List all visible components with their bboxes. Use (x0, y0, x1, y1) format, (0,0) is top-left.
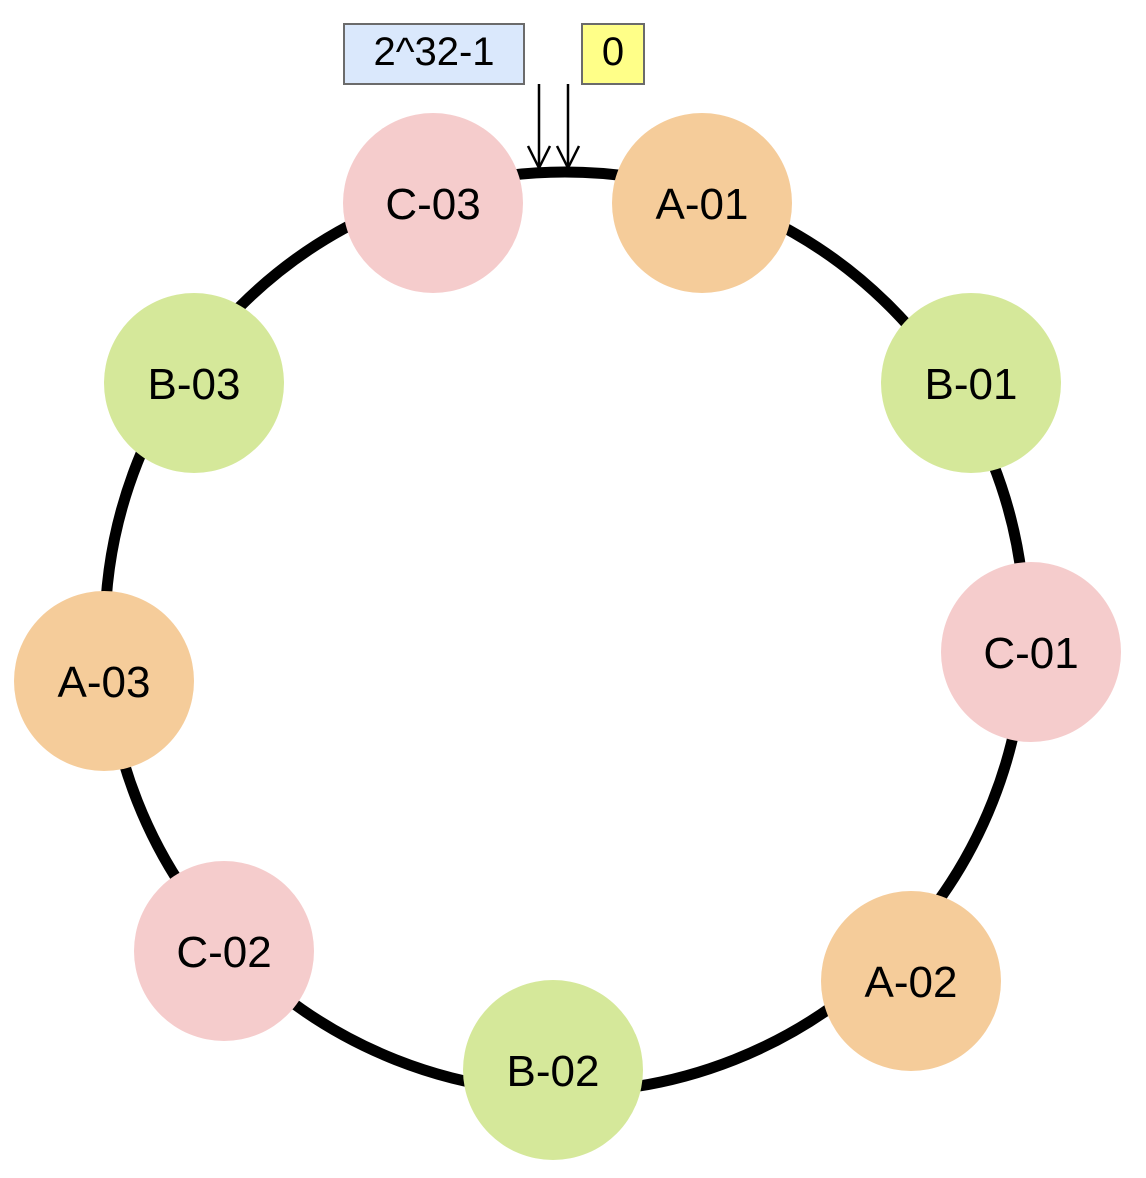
node-label: C-02 (176, 928, 271, 977)
node-c-02: C-02 (134, 861, 314, 1041)
node-label: B-03 (148, 360, 241, 409)
arrow-max (526, 84, 552, 171)
node-label: B-01 (925, 360, 1018, 409)
node-circle (941, 562, 1121, 742)
node-label: C-03 (385, 180, 480, 229)
node-label: A-01 (656, 180, 749, 229)
marker-max-label: 2^32-1 (373, 30, 494, 74)
marker-zero-label: 0 (602, 30, 624, 74)
marker-max-group: 2^32-1 (343, 23, 525, 85)
node-circle (821, 891, 1001, 1071)
node-label: A-03 (58, 658, 151, 707)
node-c-01: C-01 (941, 562, 1121, 742)
node-circle (881, 293, 1061, 473)
marker-zero-group: 0 (581, 23, 645, 85)
node-label: A-02 (865, 958, 958, 1007)
node-label: B-02 (507, 1047, 600, 1096)
node-c-03: C-03 (343, 113, 523, 293)
node-circle (104, 293, 284, 473)
arrow-zero (555, 84, 581, 171)
node-b-03: B-03 (104, 293, 284, 473)
node-circle (463, 980, 643, 1160)
marker-zero-box (581, 23, 645, 85)
nodes-layer: A-01B-01C-01A-02B-02 C-02 A-03 B-03 C-03 (14, 113, 1121, 1160)
node-circle (14, 591, 194, 771)
node-label: C-01 (983, 629, 1078, 678)
node-b-01: B-01 (881, 293, 1061, 473)
node-b-02: B-02 (463, 980, 643, 1160)
node-circle (343, 113, 523, 293)
node-circle (134, 861, 314, 1041)
node-a-03: A-03 (14, 591, 194, 771)
marker-max-box (343, 23, 525, 85)
node-a-02: A-02 (821, 891, 1001, 1071)
node-a-01: A-01 (612, 113, 792, 293)
node-circle (612, 113, 792, 293)
